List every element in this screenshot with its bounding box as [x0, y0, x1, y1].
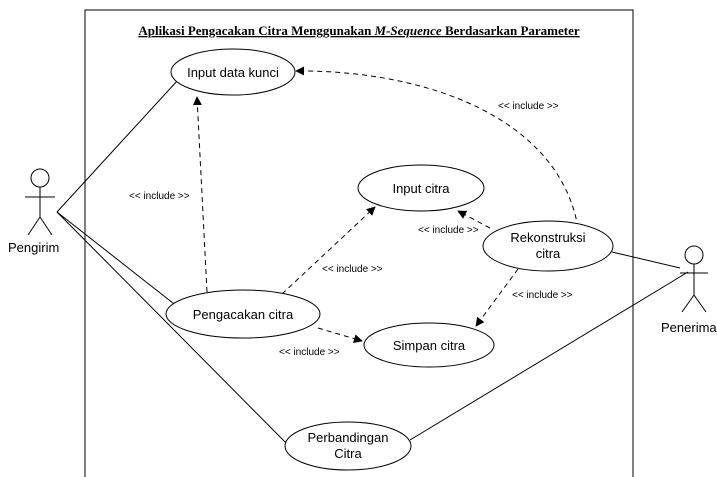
include-scramble-input-key [192, 96, 208, 293]
associations [56, 79, 689, 453]
use-case-input-image: Input citra [357, 164, 485, 212]
use-case-reconstruct: Rekonstruksi citra [482, 220, 614, 272]
svg-text:citra: citra [536, 246, 561, 261]
system-boundary [84, 9, 634, 477]
svg-text:Input data kunci: Input data kunci [187, 65, 279, 80]
svg-text:Simpan citra: Simpan citra [393, 338, 466, 353]
include-scramble-save [317, 327, 363, 344]
use-case-compare: Perbandingan Citra [284, 421, 412, 471]
assoc-compare-penerima [409, 271, 689, 441]
actor-penerima [680, 245, 708, 313]
include-label-reconstruct-save: << include >> [512, 290, 573, 301]
include-label-scramble-image: << include >> [322, 264, 383, 275]
include-label-scramble-key: << include >> [129, 191, 190, 202]
include-relations [192, 66, 579, 344]
assoc-pengirim-scramble [56, 211, 179, 308]
svg-text:Pengacakan citra: Pengacakan citra [193, 307, 294, 322]
system-title: Aplikasi Pengacakan Citra Menggunakan M-… [138, 23, 580, 38]
assoc-pengirim-input-key [56, 79, 179, 213]
assoc-reconstruct-penerima [611, 251, 681, 269]
svg-text:Citra: Citra [334, 446, 362, 461]
actor-pengirim-label: Pengirim [8, 240, 59, 255]
svg-text:Perbandingan: Perbandingan [308, 430, 389, 445]
actor-pengirim [25, 168, 55, 236]
use-case-save-image: Simpan citra [363, 322, 495, 368]
include-labels: << include >> << include >> << include >… [129, 101, 573, 358]
actor-penerima-label: Penerima [661, 320, 717, 335]
svg-text:Input citra: Input citra [392, 181, 450, 196]
assoc-pengirim-compare [56, 211, 296, 453]
svg-text:Rekonstruksi: Rekonstruksi [510, 230, 585, 245]
include-label-reconstruct-image: << include >> [418, 225, 479, 236]
include-label-scramble-save: << include >> [279, 347, 340, 358]
use-case-scramble: Pengacakan citra [165, 289, 321, 339]
include-label-reconstruct-key: << include >> [498, 101, 559, 112]
include-reconstruct-save [475, 268, 519, 327]
use-case-input-key: Input data kunci [170, 48, 296, 96]
include-scramble-input-image [281, 206, 376, 295]
include-reconstruct-input-image [457, 210, 491, 229]
